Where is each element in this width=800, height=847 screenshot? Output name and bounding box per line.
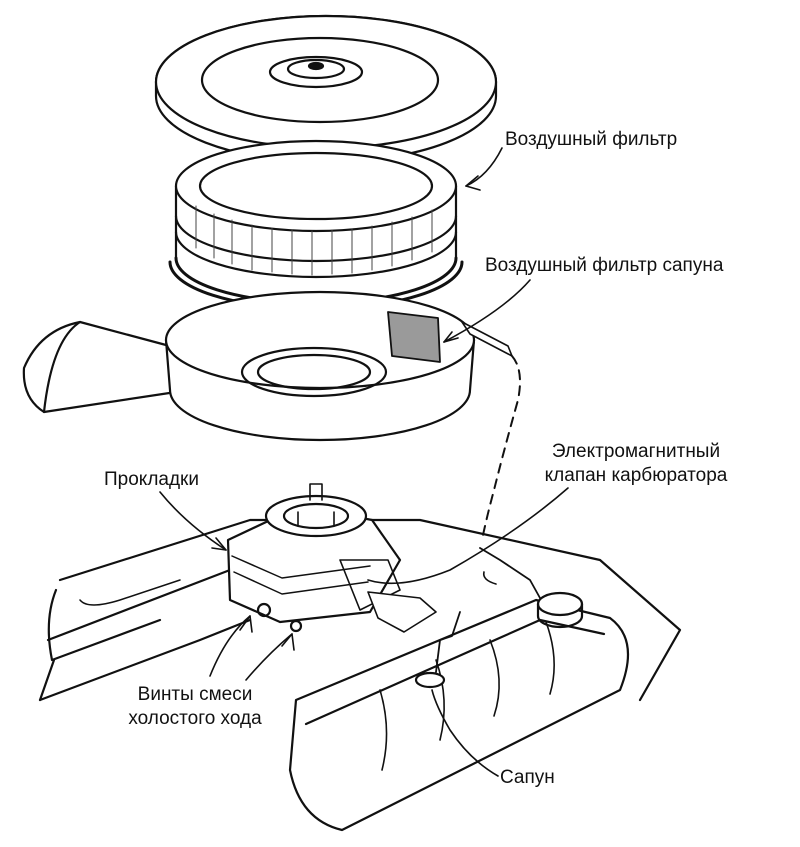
- label-air-filter: Воздушный фильтр: [505, 129, 678, 150]
- label-idle-mixture-screws: Винты смеси холостого хода: [110, 683, 280, 731]
- label-carburetor-solenoid: Электромагнитный клапан карбюратора: [516, 440, 756, 488]
- label-carburetor-solenoid-line1: Электромагнитный: [551, 441, 721, 462]
- label-gaskets: Прокладки: [104, 469, 199, 490]
- air-filter-element: [168, 139, 464, 311]
- engine-intake: [38, 518, 682, 702]
- valve-cover: [288, 547, 630, 832]
- leader-lines: [159, 147, 569, 777]
- label-carburetor-solenoid-line2: клапан карбюратора: [544, 465, 728, 486]
- label-breather: Сапун: [500, 767, 555, 788]
- label-breather-filter: Воздушный фильтр сапуна: [485, 255, 724, 276]
- breather-filter-pad: [387, 311, 441, 363]
- carburetor: [226, 483, 437, 633]
- air-cleaner-housing: [22, 290, 513, 442]
- label-idle-screws-line1: Винты смеси: [137, 684, 253, 705]
- breather-hose-dashed: [481, 355, 521, 541]
- label-idle-screws-line2: холостого хода: [128, 708, 262, 729]
- air-cleaner-lid: [154, 14, 498, 164]
